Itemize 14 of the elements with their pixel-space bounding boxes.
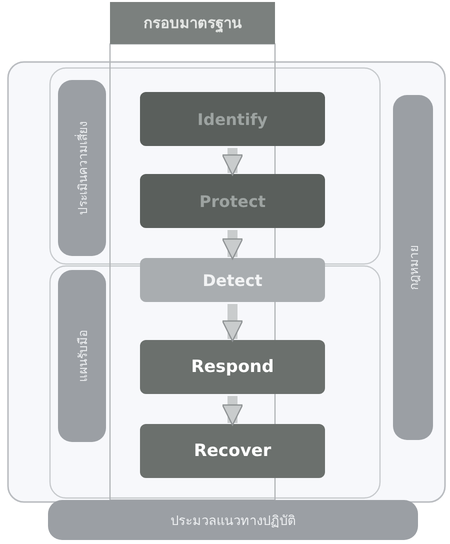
process-box: Recover bbox=[140, 424, 325, 478]
side-label-bar: กฎหมาย bbox=[393, 95, 433, 440]
process-box: Respond bbox=[140, 340, 325, 394]
title-tab: กรอบมาตรฐาน bbox=[110, 2, 275, 44]
arrow bbox=[222, 396, 244, 426]
side-label-bar: แผนรับมือ bbox=[58, 270, 106, 442]
bottom-label-bar: ประมวลแนวทางปฏิบัติ bbox=[48, 500, 418, 540]
process-box: Detect bbox=[140, 258, 325, 302]
process-box: Protect bbox=[140, 174, 325, 228]
arrow bbox=[222, 148, 244, 176]
process-box: Identify bbox=[140, 92, 325, 146]
side-label-bar: ประเมินความเสี่ยง bbox=[58, 80, 106, 256]
arrow bbox=[222, 304, 244, 342]
arrow bbox=[222, 230, 244, 260]
